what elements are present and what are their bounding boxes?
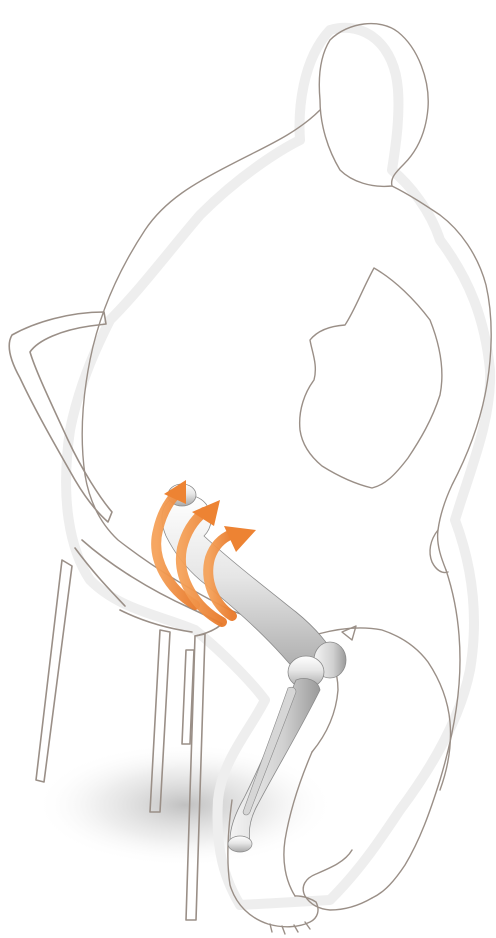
chair-leg-back-left [36,560,72,782]
arm-cutout [300,268,442,488]
ankle-joint [228,836,252,852]
floor-shadow [35,743,335,867]
head-outline [319,24,428,187]
